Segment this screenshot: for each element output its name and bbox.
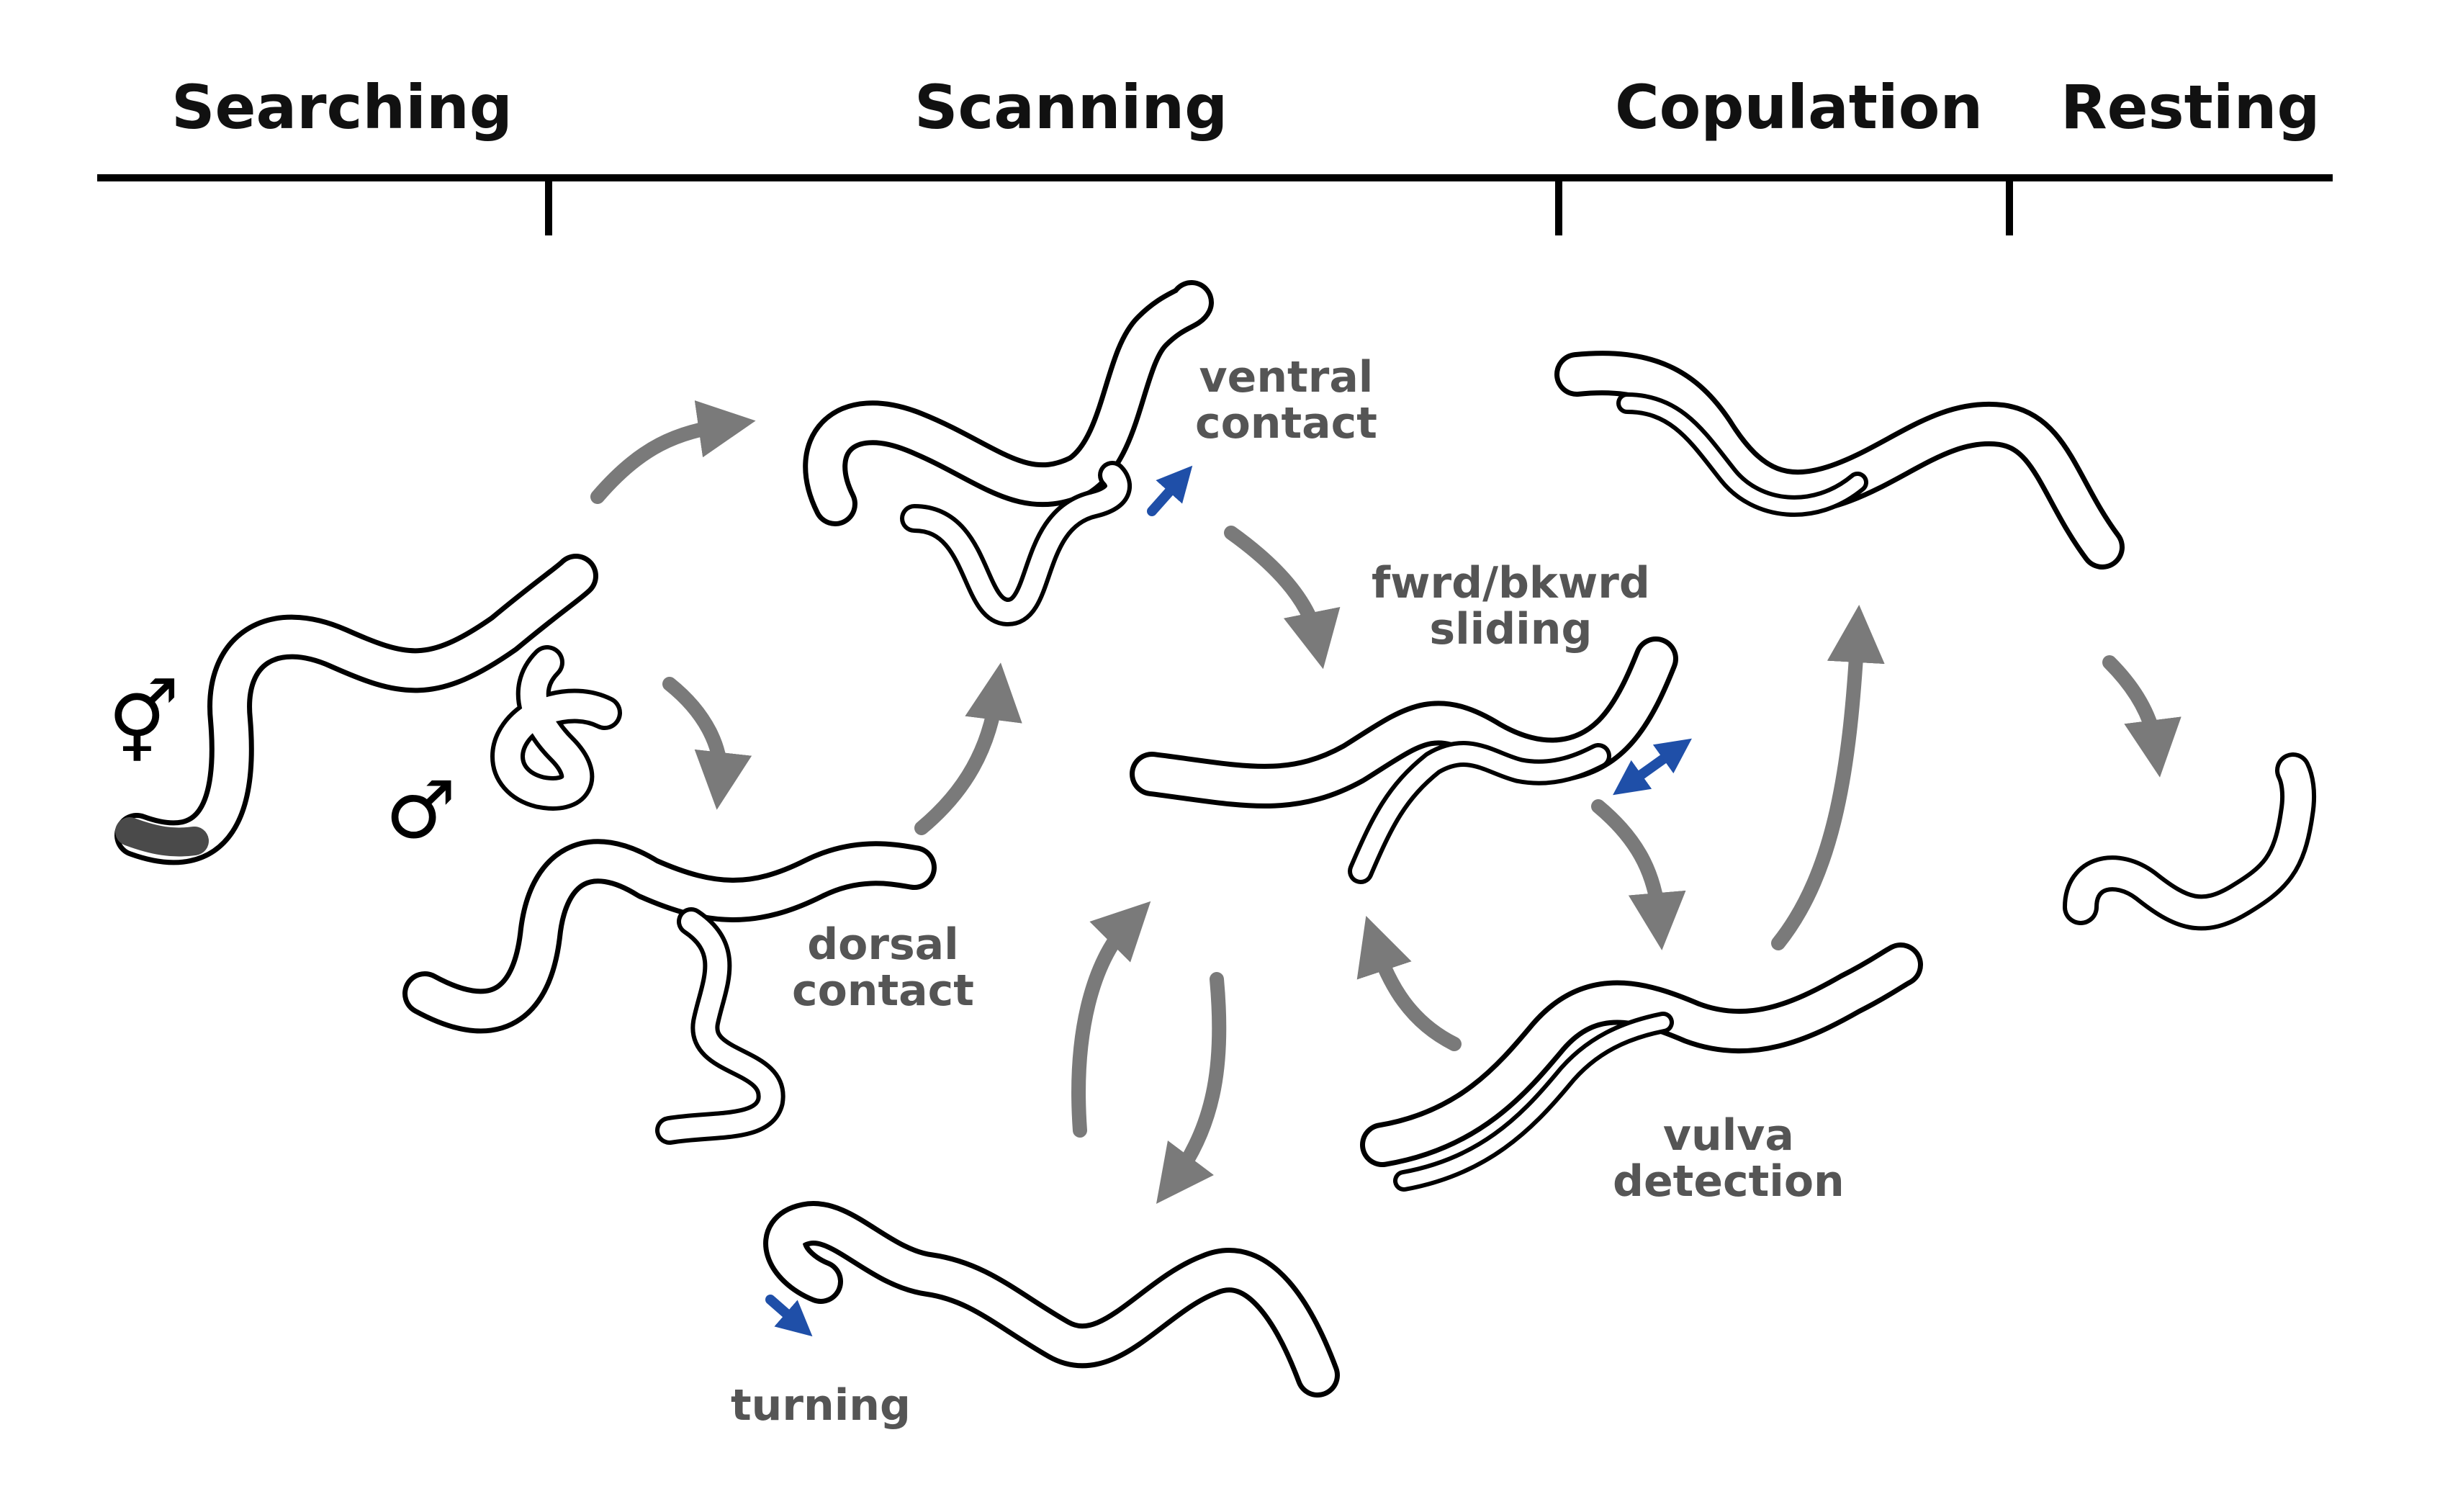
label-dorsal-contact: dorsal contact <box>792 922 974 1014</box>
phase-timeline <box>97 174 2333 235</box>
male-symbol: ♂ <box>385 764 456 856</box>
motion-arrow-sliding <box>1613 738 1692 796</box>
label-sliding-line1: fwrd/bkwrd <box>1372 558 1650 608</box>
label-sliding-line2: sliding <box>1429 604 1593 654</box>
phase-resting: Resting <box>2061 72 2320 143</box>
worm-dorsal-contact <box>402 839 937 1145</box>
motion-arrows <box>765 465 1692 1337</box>
motion-arrow-ventral <box>1147 465 1193 516</box>
arrow-vulva-to-sliding <box>1356 916 1462 1051</box>
arrow-ventral-to-sliding <box>1224 526 1341 670</box>
label-ventral-line1: ventral <box>1199 352 1374 402</box>
label-dorsal-line2: contact <box>792 966 974 1016</box>
arrow-sliding-to-turning <box>1156 972 1227 1205</box>
arrow-search-to-ventral <box>590 400 756 504</box>
worm-resting <box>2063 752 2317 931</box>
worm-sliding <box>1130 636 1678 884</box>
arrow-sliding-to-vulva <box>1591 799 1686 950</box>
label-sliding: fwrd/bkwrd sliding <box>1372 560 1650 652</box>
arrow-dorsal-to-ventral <box>914 662 1022 835</box>
hermaphrodite-symbol: ⚥ <box>108 678 180 770</box>
motion-arrow-turning <box>765 1295 813 1337</box>
label-ventral-line2: contact <box>1195 398 1377 449</box>
arrow-copulation-to-resting <box>2102 655 2181 778</box>
worm-turning <box>763 1201 1340 1398</box>
phase-copulation: Copulation <box>1615 72 1984 143</box>
label-vulva-detection: vulva detection <box>1613 1112 1845 1205</box>
phase-searching: Searching <box>171 72 513 143</box>
label-ventral-contact: ventral contact <box>1195 354 1377 446</box>
arrow-turning-to-sliding <box>1071 901 1151 1138</box>
phase-scanning: Scanning <box>914 72 1228 143</box>
label-vulva-line1: vulva <box>1662 1110 1794 1161</box>
worm-ventral-contact <box>803 280 1214 626</box>
worm-male-coiled <box>490 645 622 811</box>
label-vulva-line2: detection <box>1613 1156 1845 1207</box>
worm-hermaphrodite-searching <box>114 554 598 865</box>
label-turning: turning <box>731 1380 911 1431</box>
transition-arrows <box>590 400 2181 1205</box>
label-dorsal-line1: dorsal <box>807 919 959 970</box>
arrow-vulva-to-copulation <box>1771 605 1885 950</box>
arrow-search-to-dorsal <box>662 677 752 810</box>
worm-copulation <box>1554 351 2125 570</box>
worm-vulva-detection <box>1360 942 1923 1192</box>
